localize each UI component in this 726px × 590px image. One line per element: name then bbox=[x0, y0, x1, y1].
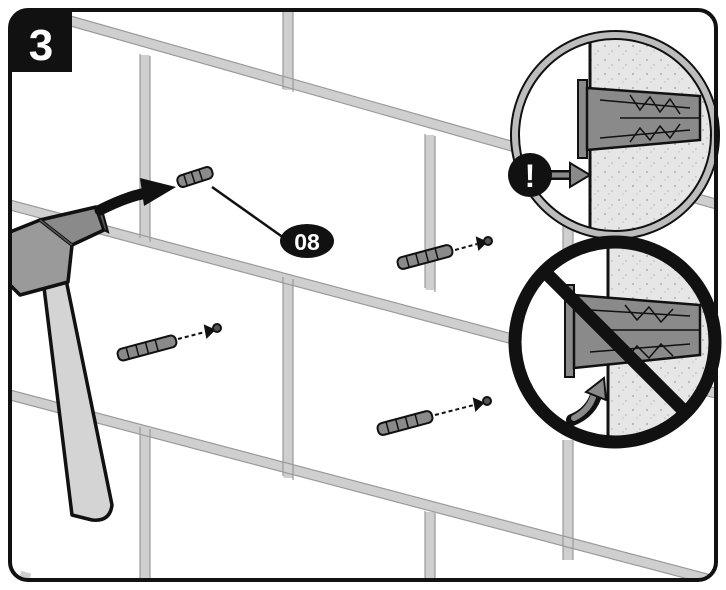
step-number: 3 bbox=[29, 21, 53, 70]
step-badge: 3 bbox=[10, 10, 72, 72]
warning-icon: ! bbox=[508, 153, 552, 197]
part-callout-label: 08 bbox=[294, 229, 320, 255]
warning-symbol: ! bbox=[525, 158, 536, 194]
